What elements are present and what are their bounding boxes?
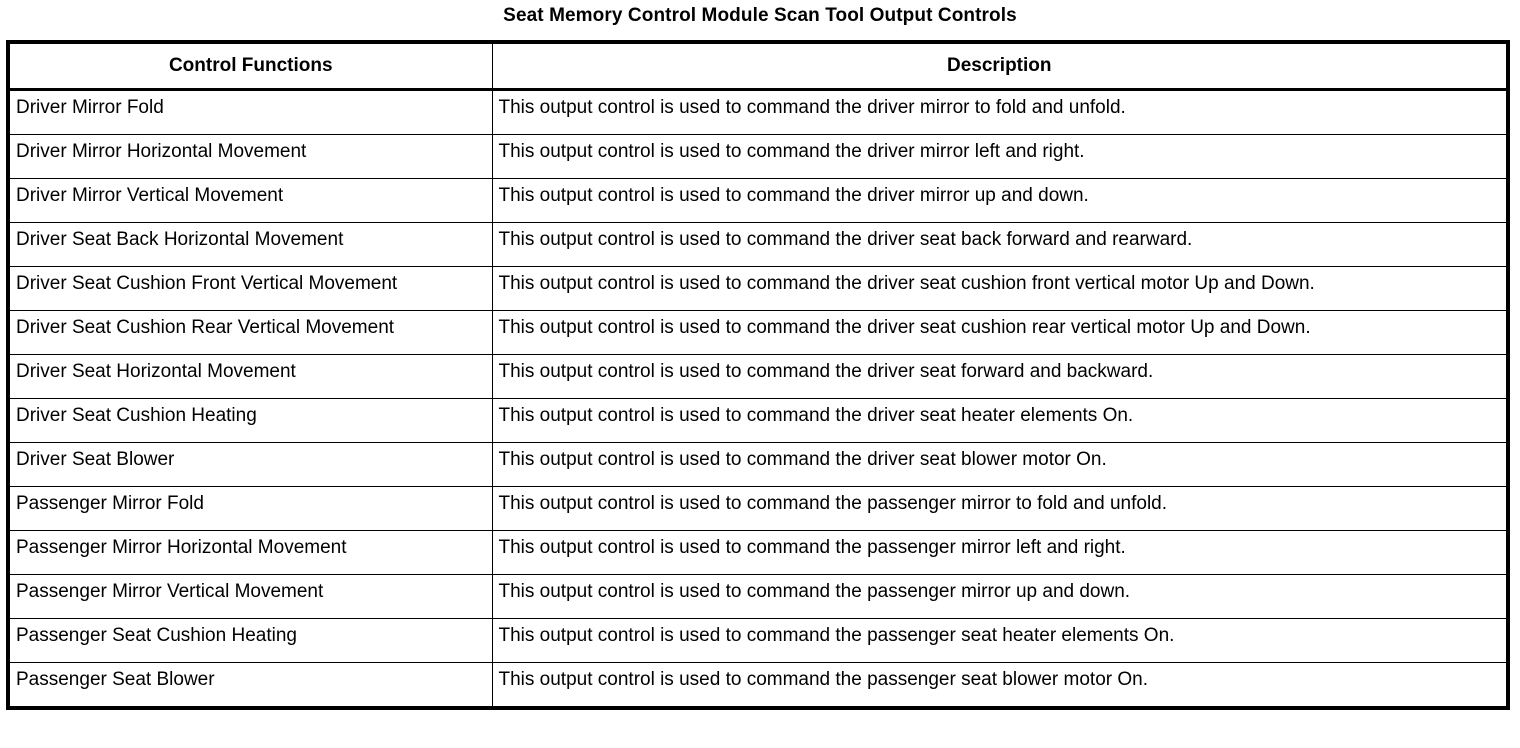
cell-control-function: Passenger Seat Cushion Heating <box>7 618 493 663</box>
table-row: Driver Seat Cushion Rear Vertical Moveme… <box>7 310 1509 355</box>
cell-description: This output control is used to command t… <box>491 574 1509 619</box>
cell-description: This output control is used to command t… <box>491 89 1509 135</box>
table-header: Control Functions Description <box>7 41 1509 91</box>
cell-control-function: Passenger Mirror Horizontal Movement <box>7 530 493 575</box>
cell-control-function: Driver Seat Cushion Rear Vertical Moveme… <box>7 310 493 355</box>
cell-description: This output control is used to command t… <box>491 222 1509 267</box>
table-header-row: Control Functions Description <box>7 41 1509 91</box>
cell-control-function: Driver Seat Blower <box>7 442 493 487</box>
cell-control-function: Driver Seat Back Horizontal Movement <box>7 222 493 267</box>
cell-description: This output control is used to command t… <box>491 530 1509 575</box>
cell-description: This output control is used to command t… <box>491 618 1509 663</box>
cell-control-function: Driver Mirror Horizontal Movement <box>7 134 493 179</box>
cell-description: This output control is used to command t… <box>491 398 1509 443</box>
cell-control-function: Driver Seat Cushion Heating <box>7 398 493 443</box>
cell-control-function: Driver Mirror Vertical Movement <box>7 178 493 223</box>
cell-description: This output control is used to command t… <box>491 662 1509 709</box>
cell-control-function: Passenger Mirror Vertical Movement <box>7 574 493 619</box>
cell-control-function: Driver Seat Horizontal Movement <box>7 354 493 399</box>
cell-description: This output control is used to command t… <box>491 442 1509 487</box>
cell-description: This output control is used to command t… <box>491 486 1509 531</box>
cell-control-function: Passenger Mirror Fold <box>7 486 493 531</box>
column-header-control-functions: Control Functions <box>7 41 493 91</box>
cell-control-function: Passenger Seat Blower <box>7 662 493 709</box>
column-header-description: Description <box>491 41 1509 91</box>
cell-description: This output control is used to command t… <box>491 266 1509 311</box>
cell-description: This output control is used to command t… <box>491 310 1509 355</box>
controls-table: Control Functions Description Driver Mir… <box>6 40 1510 710</box>
cell-description: This output control is used to command t… <box>491 354 1509 399</box>
cell-control-function: Driver Seat Cushion Front Vertical Movem… <box>7 266 493 311</box>
page-title: Seat Memory Control Module Scan Tool Out… <box>503 5 1017 26</box>
controls-table-container: Control Functions Description Driver Mir… <box>6 40 1510 710</box>
cell-description: This output control is used to command t… <box>491 134 1509 179</box>
table-row: Driver Seat Cushion Front Vertical Movem… <box>7 266 1509 311</box>
cell-description: This output control is used to command t… <box>491 178 1509 223</box>
cell-control-function: Driver Mirror Fold <box>7 89 493 135</box>
